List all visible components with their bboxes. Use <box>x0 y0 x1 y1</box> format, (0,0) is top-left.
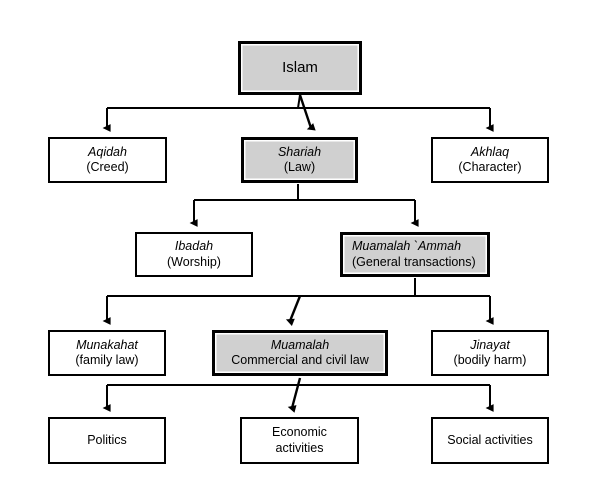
node-munakahat[interactable]: Munakahat (family law) <box>48 330 166 376</box>
node-aqidah-gloss: (Creed) <box>86 160 129 174</box>
node-aqidah[interactable]: Aqidah (Creed) <box>48 137 167 183</box>
node-munakahat-gloss: (family law) <box>75 353 139 367</box>
node-social-activities-label: Social activities <box>447 432 533 447</box>
node-islam[interactable]: Islam <box>238 41 362 95</box>
edge-muamalah-branch <box>102 384 494 412</box>
node-ibadah-gloss: (Worship) <box>167 254 221 269</box>
edge-muamalah-to-economic <box>287 377 302 413</box>
node-shariah-gloss: (Law) <box>283 160 316 174</box>
edge-islam-to-shariah <box>298 94 316 131</box>
node-shariah-term: Shariah <box>277 144 322 159</box>
node-munakahat-term: Munakahat <box>76 337 138 352</box>
node-akhlaq-term: Akhlaq <box>470 144 510 159</box>
node-politics-label: Politics <box>87 432 127 447</box>
node-muamalah-ammah-term: Muamalah `Ammah <box>352 239 462 254</box>
node-economic-activities[interactable]: Economic activities <box>240 417 359 464</box>
node-ibadah[interactable]: Ibadah (Worship) <box>135 232 253 277</box>
edge-islam-branch <box>102 94 494 132</box>
node-jinayat-gloss: (bodily harm) <box>453 353 527 367</box>
node-shariah[interactable]: Shariah (Law) <box>241 137 358 183</box>
node-ibadah-term: Ibadah <box>174 239 214 254</box>
node-politics[interactable]: Politics <box>48 417 166 464</box>
edge-muamalah-ammah-branch <box>102 278 494 325</box>
node-aqidah-term: Aqidah <box>88 144 127 159</box>
node-islam-label: Islam <box>282 58 318 76</box>
node-jinayat[interactable]: Jinayat (bodily harm) <box>431 330 549 376</box>
node-muamalah-term: Muamalah <box>270 337 330 352</box>
node-akhlaq[interactable]: Akhlaq (Character) <box>431 137 549 183</box>
edge-shariah-branch <box>189 184 419 227</box>
node-jinayat-term: Jinayat <box>470 337 510 352</box>
edge-muamalah-ammah-to-muamalah <box>285 295 302 326</box>
node-akhlaq-gloss: (Character) <box>458 160 522 174</box>
node-economic-activities-label-line1: Economic <box>272 425 327 440</box>
node-muamalah-ammah-gloss: (General transactions) <box>352 254 476 269</box>
node-economic-activities-label-line2: activities <box>275 440 324 455</box>
node-social-activities[interactable]: Social activities <box>431 417 549 464</box>
node-muamalah-ammah[interactable]: Muamalah `Ammah (General transactions) <box>340 232 490 277</box>
node-muamalah[interactable]: Muamalah Commercial and civil law <box>212 330 388 376</box>
node-muamalah-gloss: Commercial and civil law <box>231 353 369 367</box>
